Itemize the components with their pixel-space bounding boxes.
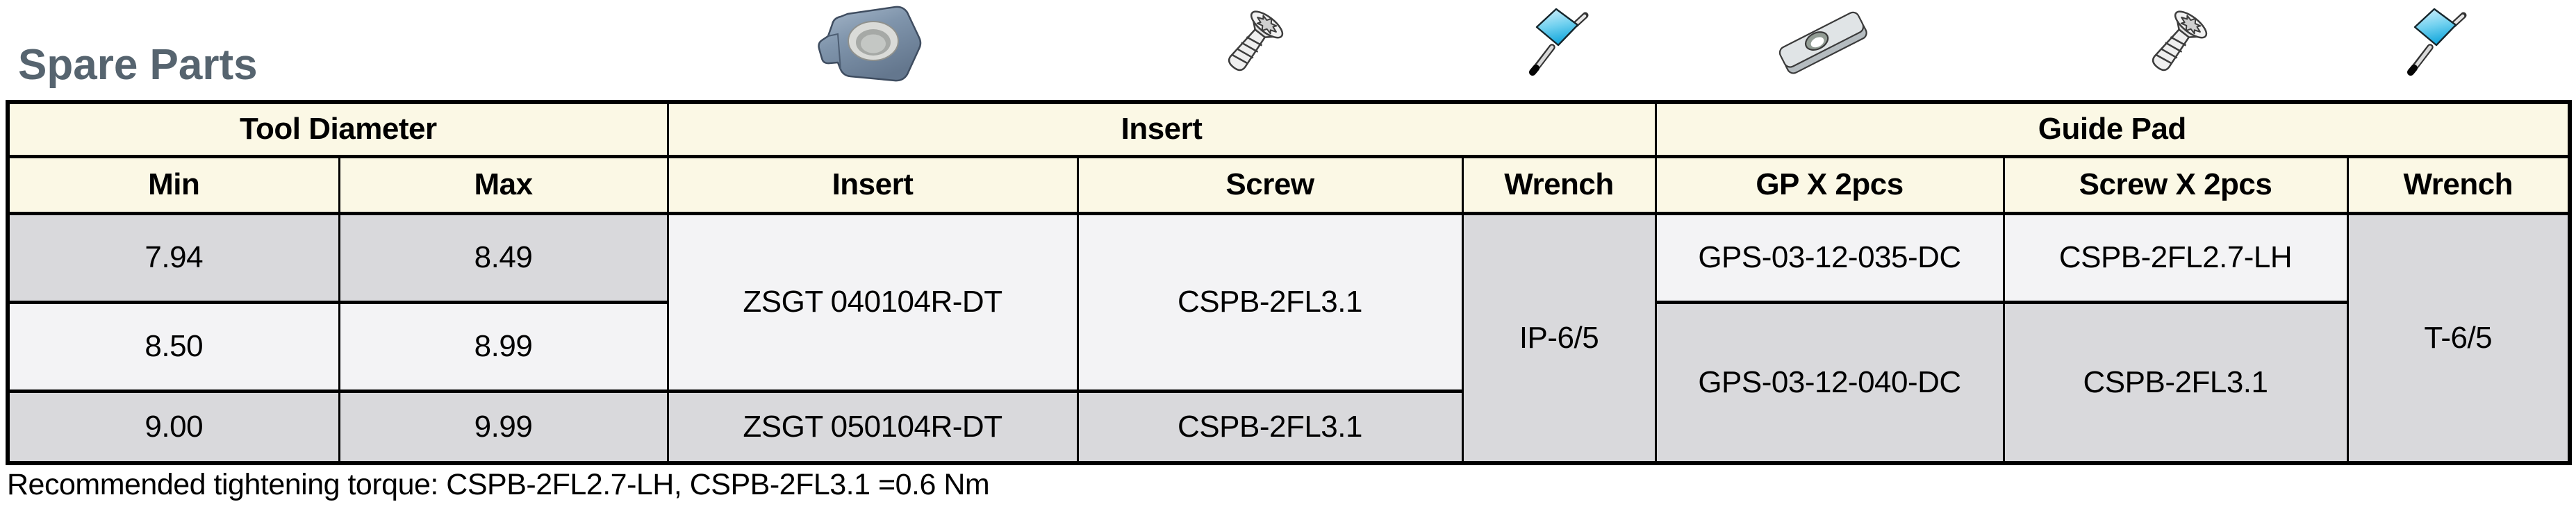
table-row: 9.00 9.99 ZSGT 050104R-DT CSPB-2FL3.1 — [6, 389, 2570, 465]
cell-min-r1: 7.94 — [6, 211, 340, 304]
cell-max-r3: 9.99 — [338, 389, 669, 465]
cell-wrench-all: IP-6/5 — [1461, 211, 1657, 465]
guide-pad-icon — [1777, 6, 1871, 82]
group-header-tool-diameter: Tool Diameter — [6, 100, 669, 158]
col-header-max: Max — [338, 154, 669, 215]
col-header-wrench: Wrench — [1461, 154, 1657, 215]
wrench-icon — [1526, 8, 1592, 79]
cell-gp-r2r3: GPS-03-12-040-DC — [1654, 300, 2005, 465]
cell-gp-r1: GPS-03-12-035-DC — [1654, 211, 2005, 304]
col-header-gp-2pcs: GP X 2pcs — [1654, 154, 2005, 215]
screw-icon — [1212, 6, 1292, 82]
cell-screw-r1r2: CSPB-2FL3.1 — [1076, 211, 1464, 393]
insert-icon — [813, 1, 927, 85]
cell-insert-r3: ZSGT 050104R-DT — [666, 389, 1079, 465]
cell-gp-wrench-all: T-6/5 — [2346, 211, 2571, 465]
col-header-min: Min — [6, 154, 340, 215]
table-row: 8.50 8.99 GPS-03-12-040-DC CSPB-2FL3.1 — [6, 300, 2570, 465]
cell-gp-screw-r2r3: CSPB-2FL3.1 — [2002, 300, 2349, 465]
wrench-icon — [2404, 8, 2470, 79]
cell-gp-screw-r1: CSPB-2FL2.7-LH — [2002, 211, 2349, 304]
col-header-insert: Insert — [666, 154, 1079, 215]
cell-screw-r3: CSPB-2FL3.1 — [1076, 389, 1464, 465]
screw-icon — [2136, 6, 2216, 82]
table-row: 7.94 8.49 ZSGT 040104R-DT CSPB-2FL3.1 IP… — [6, 211, 2571, 465]
col-header-screw-2pcs: Screw X 2pcs — [2002, 154, 2349, 215]
group-header-guide-pad: Guide Pad — [1654, 100, 2571, 158]
cell-insert-r1r2: ZSGT 040104R-DT — [666, 211, 1079, 393]
cell-max-r1: 8.49 — [338, 211, 669, 304]
tightening-torque-note: Recommended tightening torque: CSPB-2FL2… — [7, 468, 990, 501]
page-title: Spare Parts — [18, 41, 258, 89]
cell-min-r3: 9.00 — [6, 389, 340, 465]
group-header-insert: Insert — [666, 100, 1657, 158]
col-header-screw: Screw — [1076, 154, 1464, 215]
cell-max-r2: 8.99 — [338, 300, 669, 393]
col-header-gp-wrench: Wrench — [2346, 154, 2571, 215]
cell-min-r2: 8.50 — [6, 300, 340, 393]
spare-parts-table: Tool Diameter Insert Guide Pad Min Max I… — [6, 100, 2573, 465]
